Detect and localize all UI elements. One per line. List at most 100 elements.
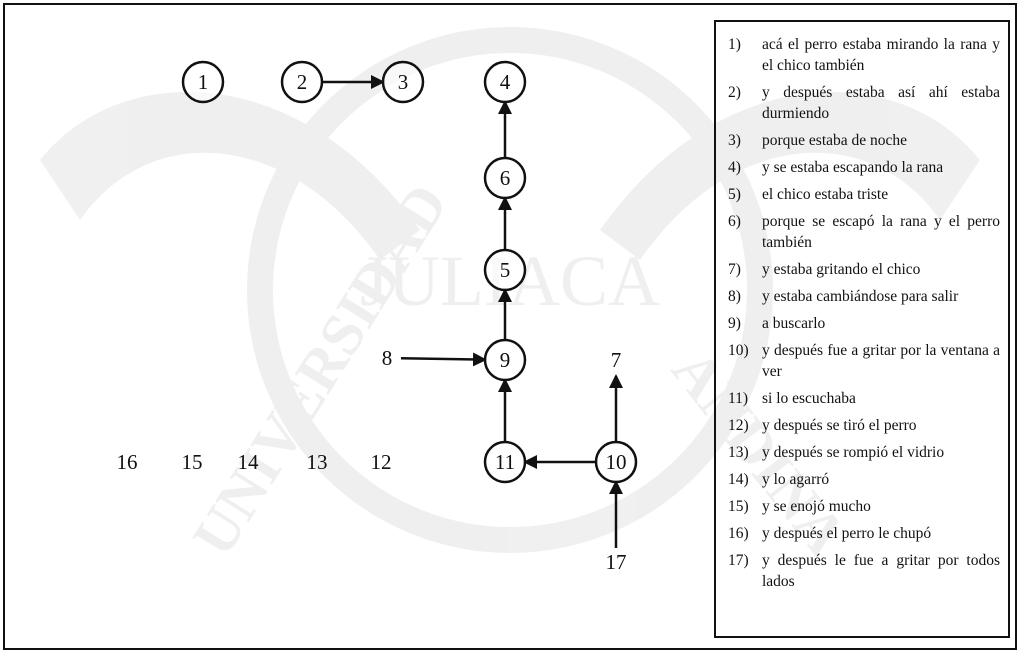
node-label: 9 [500,348,511,372]
node-circle [181,60,225,104]
outer-border [3,3,1017,650]
node-label: 10 [606,450,627,474]
node-label: 3 [398,70,409,94]
legend-item: 11) si lo escuchaba [728,388,1000,409]
node-label: 12 [371,450,392,474]
legend-item-number: 15) [728,498,749,515]
legend-item-number: 7) [728,261,741,278]
legend-item-text: el chico estaba triste [762,186,889,203]
diagram-node-9: 9 [483,338,527,382]
node-label: 8 [382,346,393,370]
node-label: 16 [117,450,138,474]
node-circle [483,338,527,382]
legend-item-number: 1) [728,36,741,53]
node-label: 6 [500,166,511,190]
legend-item-text: a buscarlo [762,315,826,332]
legend-item-text: si lo escuchaba [762,390,856,407]
legend-item: 7)y estaba gritando el chico [728,259,1000,280]
watermark-right-wing [600,92,980,260]
legend-item-number: 11) [728,390,749,407]
diagram-node-3: 3 [381,60,425,104]
legend-item: 17) y después le fue a gritar por todos l… [728,550,1000,592]
diagram-node-7: 7 [611,348,622,372]
diagram-node-4: 4 [483,60,527,104]
diagram-node-12: 12 [371,450,392,474]
legend-item: 5) el chico estaba triste [728,184,1000,205]
node-circle [280,60,324,104]
legend-item-text: porque estaba de noche [762,132,908,149]
legend-item-number: 3) [728,132,741,149]
legend-item-number: 10) [728,342,749,359]
edges-layer [322,75,623,548]
watermark-left-wing [40,92,420,260]
diagram-node-5: 5 [483,248,527,292]
legend-item-text: y después fue a gritar por la ventana a … [762,342,1000,380]
legend-item-number: 13) [728,444,749,461]
legend-item-text: y después se rompió el vidrio [762,444,945,461]
node-label: 17 [606,550,627,574]
legend-item-number: 12) [728,417,749,434]
legend-list: 1) acá el perro estaba mirando la rana y … [728,34,1000,598]
legend-item-number: 4) [728,159,741,176]
watermark-left-text: UNIVERSIDAD [180,173,460,567]
diagram-node-11: 11 [483,440,527,484]
node-label: 4 [500,70,511,94]
legend-item-number: 8) [728,288,741,305]
legend-item: 16) y después el perro le chupó [728,523,1000,544]
node-label: 11 [495,450,515,474]
legend-item-number: 5) [728,186,741,203]
diagram-node-1: 1 [181,60,225,104]
diagram-node-16: 16 [117,450,138,474]
legend-item-number: 16) [728,525,749,542]
legend-item-text: y después estaba así ahí estaba durmiend… [762,84,1000,122]
node-label: 14 [238,450,260,474]
legend-item-text: y estaba cambiándose para salir [762,288,959,305]
legend-item: 10) y después fue a gritar por la ventana… [728,340,1000,382]
legend-item-number: 2) [728,84,741,101]
legend-box: 1) acá el perro estaba mirando la rana y … [714,20,1010,638]
legend-item-number: 9) [728,315,741,332]
node-label: 2 [297,70,308,94]
node-label: 5 [500,258,511,282]
node-circle [483,248,527,292]
diagram-node-8: 8 [382,346,393,370]
diagram-node-10: 10 [594,440,638,484]
legend-item: 1) acá el perro estaba mirando la rana y … [728,34,1000,76]
legend-item: 2) y después estaba así ahí estaba durmie… [728,82,1000,124]
diagram-node-14: 14 [238,450,260,474]
node-label: 15 [182,450,203,474]
legend-item-number: 17) [728,552,749,569]
legend-item: 12) y después se tiró el perro [728,415,1000,436]
legend-item: 15) y se enojó mucho [728,496,1000,517]
diagram-node-15: 15 [182,450,203,474]
diagram-node-2: 2 [280,60,324,104]
node-circle [594,440,638,484]
node-label: 7 [611,348,622,372]
legend-item-text: y se enojó mucho [762,498,871,515]
legend-item-number: 14) [728,471,749,488]
legend-item-text: y después se tiró el perro [762,417,917,434]
legend-item-text: acá el perro estaba mirando la rana y el… [762,36,1000,74]
diagram-node-17: 17 [606,550,627,574]
node-circle [483,440,527,484]
legend-item: 8) y estaba cambiándose para salir [728,286,1000,307]
legend-item: 13) y después se rompió el vidrio [728,442,1000,463]
legend-item: 6)porque se escapó la rana y el perro ta… [728,211,1000,253]
legend-item: 14) y lo agarró [728,469,1000,490]
legend-item-text: porque se escapó la rana y el perro tamb… [762,213,1000,251]
node-circle [381,60,425,104]
legend-item: 3) porque estaba de noche [728,130,1000,151]
legend-item: 4) y se estaba escapando la rana [728,157,1000,178]
node-circle [483,156,527,200]
legend-item-text: y se estaba escapando la rana [762,159,944,176]
legend-item-text: y después el perro le chupó [762,525,932,542]
edge-8-to-9 [400,352,488,367]
node-label: 13 [307,450,328,474]
legend-item-text: y después le fue a gritar por todos lado… [762,552,1000,590]
diagram-node-13: 13 [307,450,328,474]
legend-item-text: y lo agarró [762,471,830,488]
node-circle [483,60,527,104]
